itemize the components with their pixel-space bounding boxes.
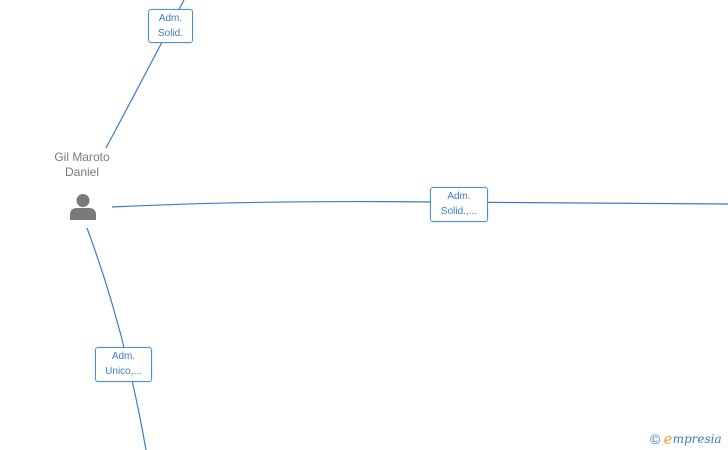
edge-label-right-line1: Adm. [447,191,471,202]
copyright-icon: © [650,431,661,447]
edge-line-bottom [86,227,147,450]
edge-label-bottom-line2: Unico,... [105,366,142,377]
person-name-line1: Gil Maroto [54,150,110,164]
edge-label-top[interactable]: Adm. Solid. [148,9,193,43]
edge-label-top-line2: Solid. [157,28,183,39]
edge-label-bottom[interactable]: Adm. Unico,... [95,347,152,382]
edge-line-right [111,200,728,208]
person-icon[interactable] [68,192,98,222]
edge-label-bottom-line1: Adm. [111,351,136,362]
edge-label-right-line2: Solid.,... [440,206,478,217]
person-name-line2: Daniel [64,165,100,179]
brand-initial: e [663,430,673,448]
brand-name: mpresia [672,432,722,446]
empresia-watermark[interactable]: © empresia [650,430,722,448]
edge-label-top-line1: Adm. [158,13,183,24]
edge-label-right[interactable]: Adm. Solid.,... [430,187,488,222]
person-name[interactable]: Gil Maroto Daniel [36,150,128,180]
